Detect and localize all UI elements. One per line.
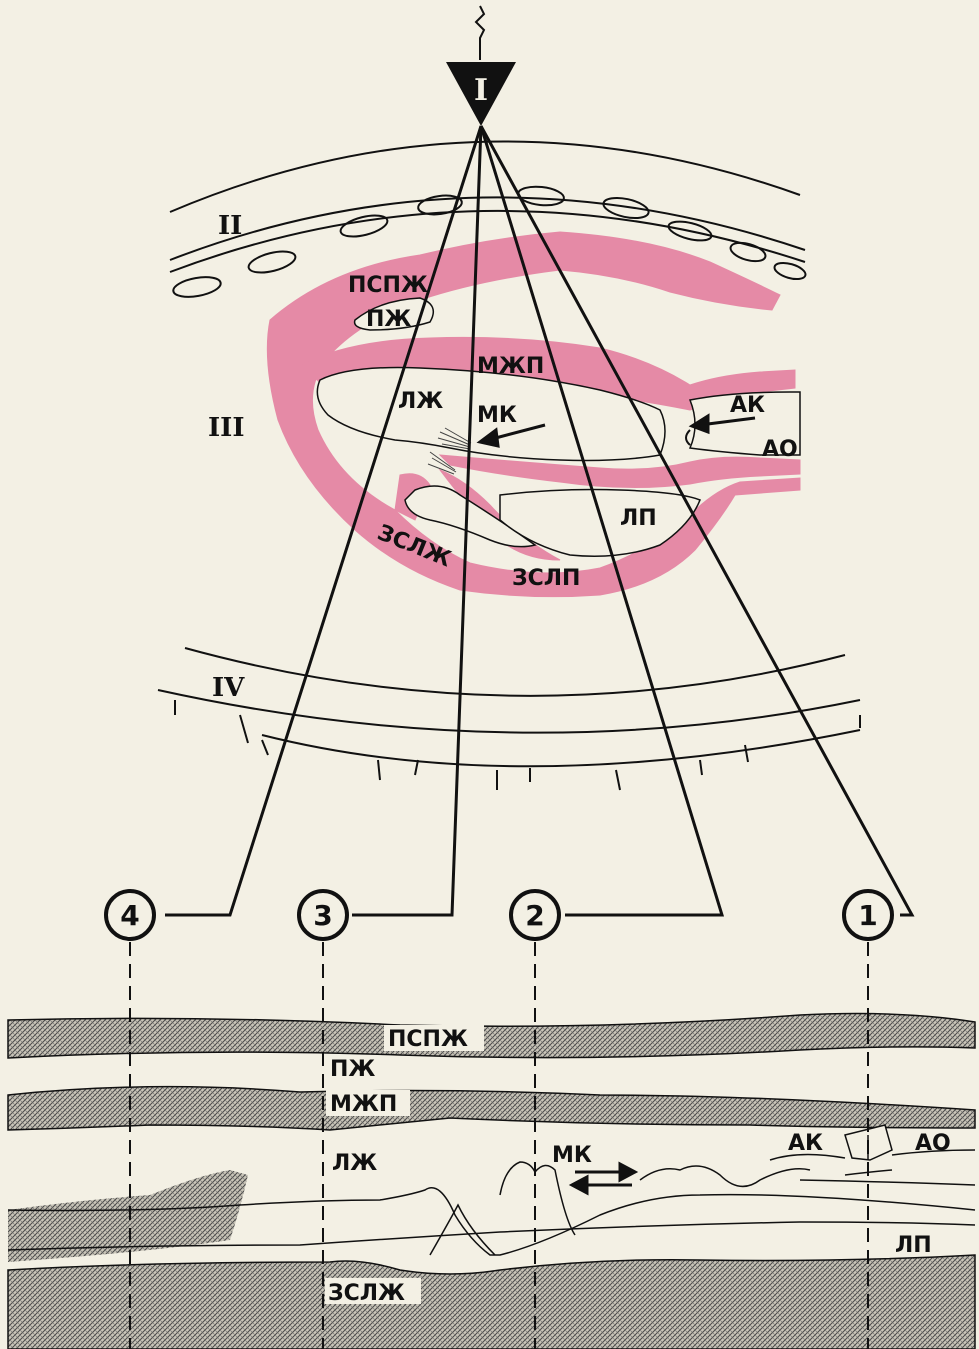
m-mode-trace: ПСПЖ ПЖ МЖП ЛЖ МК АК АО ЛП ЗСЛЖ	[8, 942, 975, 1349]
back-wall	[158, 648, 860, 790]
mk-right-arrowhead-icon	[620, 1164, 635, 1180]
mmode-label-mk: МК	[552, 1143, 592, 1168]
mk-left-arrowhead-icon	[572, 1177, 587, 1193]
position-1-label: 1	[858, 899, 877, 932]
ultrasound-probe: I	[446, 6, 516, 126]
probe-label: I	[474, 73, 488, 108]
roman-back: IV	[212, 673, 245, 703]
label-ao: АО	[762, 437, 798, 462]
band-pspzh	[8, 1014, 975, 1058]
mmode-label-pspzh: ПСПЖ	[388, 1027, 468, 1052]
label-ak: АК	[730, 393, 765, 418]
mk-motion-arrows	[572, 1164, 635, 1193]
label-mzhp: МЖП	[477, 354, 544, 379]
label-lp: ЛП	[620, 506, 657, 531]
band-zslzh	[8, 1255, 975, 1349]
label-mk: МК	[477, 403, 517, 428]
roman-heart: III	[208, 413, 245, 443]
aortic-valve	[686, 430, 690, 445]
mmode-label-lp: ЛП	[895, 1233, 932, 1258]
mmode-label-lzh: ЛЖ	[332, 1151, 377, 1176]
mmode-label-ak: АК	[788, 1131, 823, 1156]
position-4-label: 4	[120, 899, 139, 932]
label-pzh: ПЖ	[366, 307, 411, 332]
probe-cable	[476, 6, 484, 60]
band-mzhp	[8, 1087, 975, 1130]
mmode-label-mzhp: МЖП	[330, 1092, 397, 1117]
label-lzh: ЛЖ	[398, 389, 443, 414]
label-pspzh: ПСПЖ	[348, 273, 428, 298]
mmode-label-pzh: ПЖ	[330, 1057, 375, 1082]
roman-chest-wall: II	[218, 211, 242, 241]
mmode-label-zslzh: ЗСЛЖ	[328, 1281, 405, 1306]
mmode-label-ao: АО	[915, 1131, 951, 1156]
position-2-label: 2	[525, 899, 544, 932]
position-3-label: 3	[313, 899, 332, 932]
label-zslp: ЗСЛП	[512, 566, 580, 591]
